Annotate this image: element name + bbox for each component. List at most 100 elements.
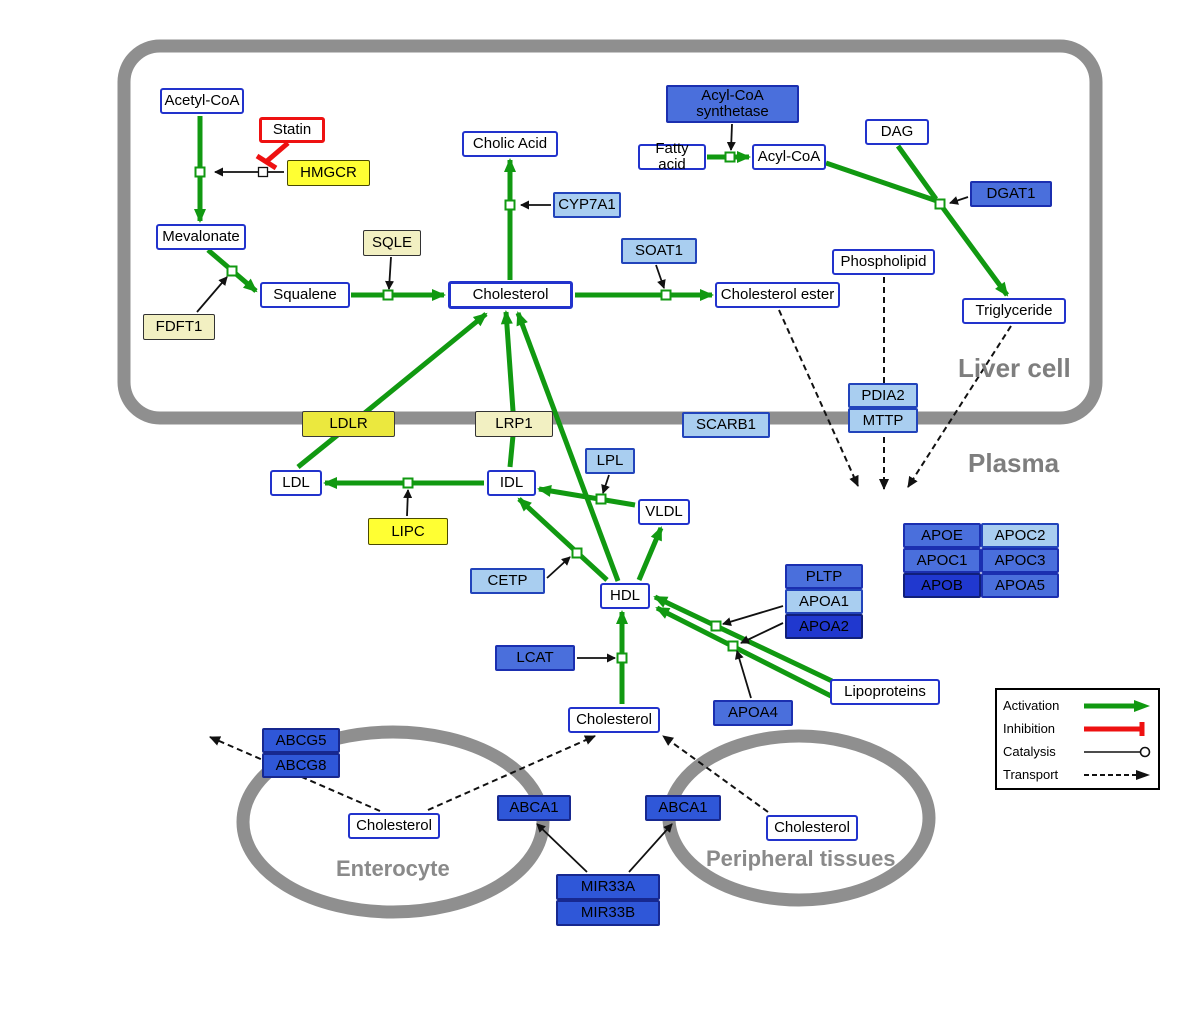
liver-cell-membrane — [117, 39, 1103, 425]
catalysis-mir33-abca1-enterocyte — [536, 823, 588, 873]
legend-row-catalysis: Catalysis — [1003, 740, 1152, 763]
catalysis-edges — [196, 123, 969, 873]
edge-vldl-idl — [537, 485, 636, 508]
ldlr-node[interactable]: LDLR — [302, 411, 395, 437]
catalysis-apoa1 — [722, 605, 784, 627]
transport-peripheral-to-plasma-abca1 — [662, 735, 769, 813]
lcat-node[interactable]: LCAT — [495, 645, 575, 671]
lipoproteins-node[interactable]: Lipoproteins — [830, 679, 940, 705]
legend-row-transport: Transport — [1003, 763, 1152, 786]
catalysis-apoa2 — [740, 622, 784, 644]
apoe-node[interactable]: APOE — [903, 523, 981, 548]
apoc3-node[interactable]: APOC3 — [981, 548, 1059, 573]
legend: Activation Inhibition Catalysis Transpor… — [995, 688, 1160, 790]
hdl-node[interactable]: HDL — [600, 583, 650, 609]
acyl-coa-node[interactable]: Acyl-CoA — [752, 144, 826, 170]
abca1-enterocyte-node[interactable]: ABCA1 — [497, 795, 571, 821]
transport-triglyceride-to-plasma — [907, 325, 1012, 488]
edge-hdl-idl — [517, 497, 609, 582]
membranes — [117, 39, 1103, 919]
pdia2-node[interactable]: PDIA2 — [848, 383, 918, 408]
edge-ldl-ldlr-cholesterol — [296, 312, 488, 469]
legend-row-inhibition: Inhibition — [1003, 717, 1152, 740]
transport-enterocyte-to-plasma-abca1 — [427, 735, 596, 811]
apoa5-node[interactable]: APOA5 — [981, 573, 1059, 598]
idl-node[interactable]: IDL — [487, 470, 536, 496]
catalysis-soat1 — [655, 264, 666, 289]
mir33b-node[interactable]: MIR33B — [556, 900, 660, 926]
enterocyte-membrane — [236, 725, 550, 919]
lpl-node[interactable]: LPL — [585, 448, 635, 474]
catalysis-apoa4 — [734, 650, 752, 699]
dag-node[interactable]: DAG — [865, 119, 929, 145]
lipc-node[interactable]: LIPC — [368, 518, 448, 545]
edge-dag-junction — [895, 144, 939, 201]
legend-catalysis-label: Catalysis — [1003, 744, 1056, 759]
cholesterol-ester-node[interactable]: Cholesterol ester — [715, 282, 840, 308]
mir33a-node[interactable]: MIR33A — [556, 874, 660, 900]
activation-arrow-icon — [1084, 699, 1150, 712]
cyp7a1-node[interactable]: CYP7A1 — [553, 192, 621, 218]
catalysis-mir33-abca1-peripheral — [628, 823, 673, 873]
squalene-node[interactable]: Squalene — [260, 282, 350, 308]
mttp-node[interactable]: MTTP — [848, 408, 918, 433]
triglyceride-node[interactable]: Triglyceride — [962, 298, 1066, 324]
edge-junction-triglyceride — [940, 206, 1010, 297]
statin-node[interactable]: Statin — [259, 117, 325, 143]
inhibition-bar-icon — [1084, 721, 1145, 736]
cholesterol-enterocyte-node[interactable]: Cholesterol — [348, 813, 440, 839]
cholesterol-peripheral-node[interactable]: Cholesterol — [766, 815, 858, 841]
sqle-node[interactable]: SQLE — [363, 230, 421, 256]
dgat1-node[interactable]: DGAT1 — [970, 181, 1052, 207]
transport-dashed-arrow-icon — [1084, 769, 1150, 780]
transport-cholesterol-ester-to-plasma — [778, 309, 859, 487]
cholesterol-plasma-node[interactable]: Cholesterol — [568, 707, 660, 733]
edge-acylcoa-junction — [825, 160, 938, 204]
hmgcr-node[interactable]: HMGCR — [287, 160, 370, 186]
fatty-acid-node[interactable]: Fatty acid — [638, 141, 706, 172]
catalysis-fdft1 — [196, 276, 228, 313]
edge-lipoproteins-hdl-lower — [655, 605, 835, 700]
edge-hdl-cholesterol — [515, 311, 621, 582]
lrp1-node[interactable]: LRP1 — [475, 411, 553, 437]
cholesterol-liver-node[interactable]: Cholesterol — [448, 281, 573, 309]
apoa1-node[interactable]: APOA1 — [785, 589, 863, 614]
cetp-node[interactable]: CETP — [470, 568, 545, 594]
abcg8-node[interactable]: ABCG8 — [262, 753, 340, 778]
acetyl-coa-node[interactable]: Acetyl-CoA — [160, 88, 244, 114]
mevalonate-node[interactable]: Mevalonate — [156, 224, 246, 250]
catalysis-cetp — [546, 556, 571, 579]
catalysis-dgat1 — [949, 196, 969, 205]
cholic-acid-node[interactable]: Cholic Acid — [462, 131, 558, 157]
apoc2-node[interactable]: APOC2 — [981, 523, 1059, 548]
legend-transport-label: Transport — [1003, 767, 1059, 782]
pltp-node[interactable]: PLTP — [785, 564, 863, 589]
catalysis-lipc — [403, 489, 413, 517]
phospholipid-node[interactable]: Phospholipid — [832, 249, 935, 275]
abcg5-node[interactable]: ABCG5 — [262, 728, 340, 753]
legend-inhibition-label: Inhibition — [1003, 721, 1056, 736]
abca1-peripheral-node[interactable]: ABCA1 — [645, 795, 721, 821]
apoc1-node[interactable]: APOC1 — [903, 548, 981, 573]
apoa2-node[interactable]: APOA2 — [785, 614, 863, 639]
apob-node[interactable]: APOB — [903, 573, 981, 598]
legend-activation-label: Activation — [1003, 698, 1060, 713]
fdft1-node[interactable]: FDFT1 — [143, 314, 215, 340]
catalysis-lpl — [601, 474, 610, 494]
reaction-nodes — [194, 151, 946, 664]
catalysis-circle-icon — [1084, 746, 1151, 757]
ldl-node[interactable]: LDL — [270, 470, 322, 496]
soat1-node[interactable]: SOAT1 — [621, 238, 697, 264]
edge-hdl-vldl — [636, 526, 664, 581]
catalysis-sqle — [385, 256, 394, 290]
vldl-node[interactable]: VLDL — [638, 499, 690, 525]
acyl-coa-synthetase-node[interactable]: Acyl-CoA synthetase — [666, 85, 799, 123]
catalysis-acylcoa-synthetase — [726, 123, 736, 151]
scarb1-node[interactable]: SCARB1 — [682, 412, 770, 438]
catalysis-target-square — [257, 166, 269, 178]
legend-row-activation: Activation — [1003, 694, 1152, 717]
apoa4-node[interactable]: APOA4 — [713, 700, 793, 726]
